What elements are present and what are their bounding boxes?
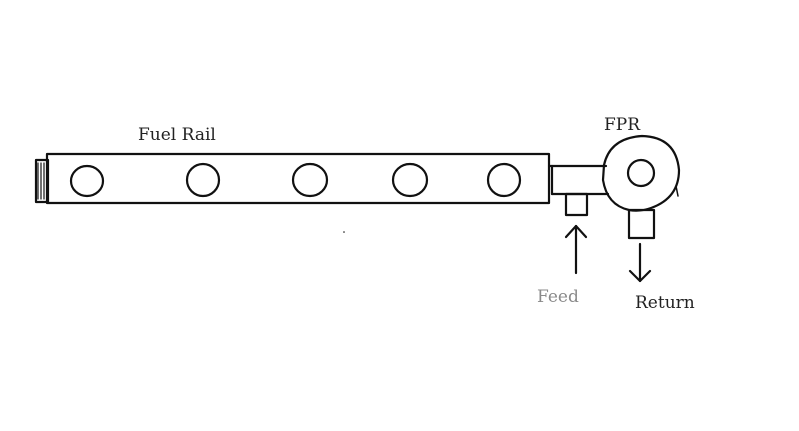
fpr-center-port: [626, 158, 656, 188]
feed-inlet-stub: [564, 192, 589, 217]
rail-to-fpr-connector: [547, 164, 610, 196]
injector-port-4: [391, 162, 429, 198]
fuel-rail-label: Fuel Rail: [138, 125, 216, 145]
feed-label: Feed: [537, 287, 579, 307]
fpr-label: FPR: [604, 115, 641, 135]
injector-ports: [69, 162, 522, 198]
stray-dot: [343, 231, 345, 233]
injector-port-5: [486, 162, 522, 198]
injector-port-3: [291, 162, 329, 198]
return-outlet-stub: [627, 208, 656, 240]
feed-arrow: [564, 224, 588, 275]
fuel-rail-body: [45, 152, 551, 205]
return-arrow: [628, 242, 652, 283]
fuel-pressure-regulator: [601, 134, 681, 212]
return-label: Return: [635, 293, 695, 313]
injector-port-1: [69, 164, 105, 198]
injector-port-2: [185, 162, 221, 198]
